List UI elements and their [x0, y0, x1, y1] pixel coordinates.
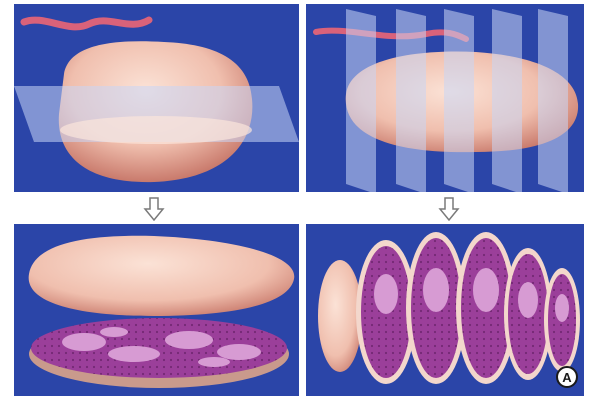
cut-line — [60, 116, 252, 144]
panel-single-plane-cut — [14, 4, 299, 192]
panel-label: A — [556, 366, 578, 388]
cutting-plane — [346, 9, 376, 192]
down-arrow-icon — [438, 197, 460, 221]
organ-end-cap — [318, 260, 362, 372]
cutting-plane — [396, 9, 426, 192]
cutting-plane — [538, 9, 568, 192]
panel-single-section-result — [14, 224, 299, 396]
cutting-plane — [444, 9, 474, 192]
down-arrow-icon — [143, 197, 165, 221]
panel-serial-plane-cuts — [306, 4, 584, 192]
serial-sections-illustration — [306, 224, 584, 396]
tissue-slice — [544, 268, 580, 372]
single-plane-illustration — [14, 4, 299, 192]
single-section-illustration — [14, 224, 299, 396]
panel-serial-section-result — [306, 224, 584, 396]
cutting-plane — [492, 9, 522, 192]
serial-planes-illustration — [306, 4, 584, 192]
